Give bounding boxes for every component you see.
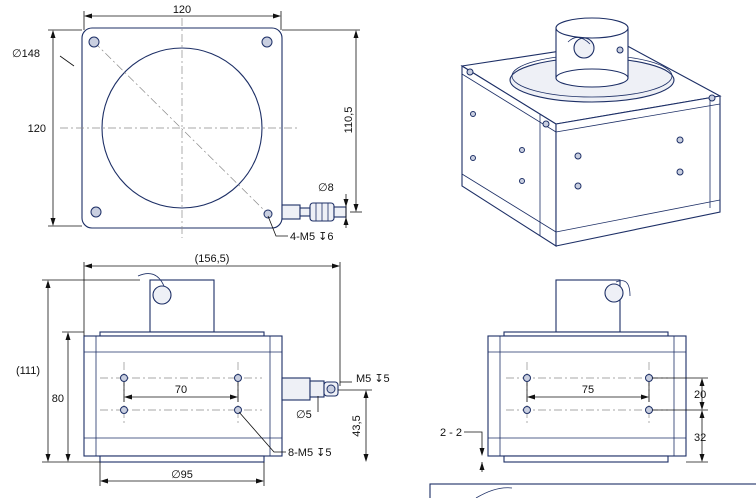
side-row-height-label: 32	[694, 432, 706, 444]
mount-hole-icon	[263, 209, 273, 219]
side-gap-label: 2 - 2	[440, 427, 462, 439]
connector-thread-label: M5 ↧5	[356, 373, 390, 385]
top-depth-label: 110,5	[343, 107, 355, 134]
top-view: 120 120 110,5 ∅148 ∅8 4-M5 ↧6	[12, 4, 362, 243]
base-dia-label: ∅95	[171, 469, 193, 481]
side-row-gap-label: 20	[694, 389, 706, 401]
side-hole-spacing-label: 75	[582, 384, 594, 396]
front-body	[83, 335, 283, 457]
front-cable-clip-icon	[152, 285, 172, 305]
top-width-label: 120	[173, 4, 191, 16]
iso-cable-clip-icon	[573, 37, 595, 59]
iso-boss-top	[555, 17, 629, 39]
title-block-fragment	[429, 483, 756, 498]
side-body	[487, 335, 687, 457]
front-length-label: (156,5)	[195, 253, 230, 265]
front-view: (156,5) (111) 80 70 M5 ↧5 ∅5 43,5 8-M5 ↧…	[16, 253, 390, 486]
front-flange	[99, 331, 265, 337]
mount-hole-icon	[90, 206, 102, 218]
side-base	[503, 455, 669, 463]
front-body-height-label: 80	[52, 393, 64, 405]
cable-dia-label: ∅8	[318, 182, 334, 194]
mount-hole-icon	[261, 36, 273, 48]
side-view: 75 20 32 2 - 2	[440, 279, 708, 472]
front-hole-spacing-label: 70	[175, 384, 187, 396]
mount-hole-icon	[88, 36, 100, 48]
front-overall-height-label: (111)	[16, 365, 40, 377]
cable-exit	[281, 202, 347, 222]
connector-dia-label: ∅5	[296, 409, 312, 421]
top-view-drum	[101, 47, 263, 209]
front-base	[99, 455, 265, 463]
top-height-label: 120	[28, 123, 46, 135]
top-holes-label: 4-M5 ↧6	[290, 231, 333, 243]
iso-right-face	[555, 95, 721, 247]
front-connector	[281, 377, 339, 401]
side-flange	[503, 331, 669, 337]
isometric-view	[460, 17, 722, 248]
side-cable-clip-icon	[604, 283, 624, 303]
connector-height-label: 43,5	[351, 415, 363, 436]
top-diagonal-label: ∅148	[12, 48, 40, 60]
top-view-diagonal-line	[93, 41, 269, 215]
front-holes-label: 8-M5 ↧5	[288, 447, 331, 459]
